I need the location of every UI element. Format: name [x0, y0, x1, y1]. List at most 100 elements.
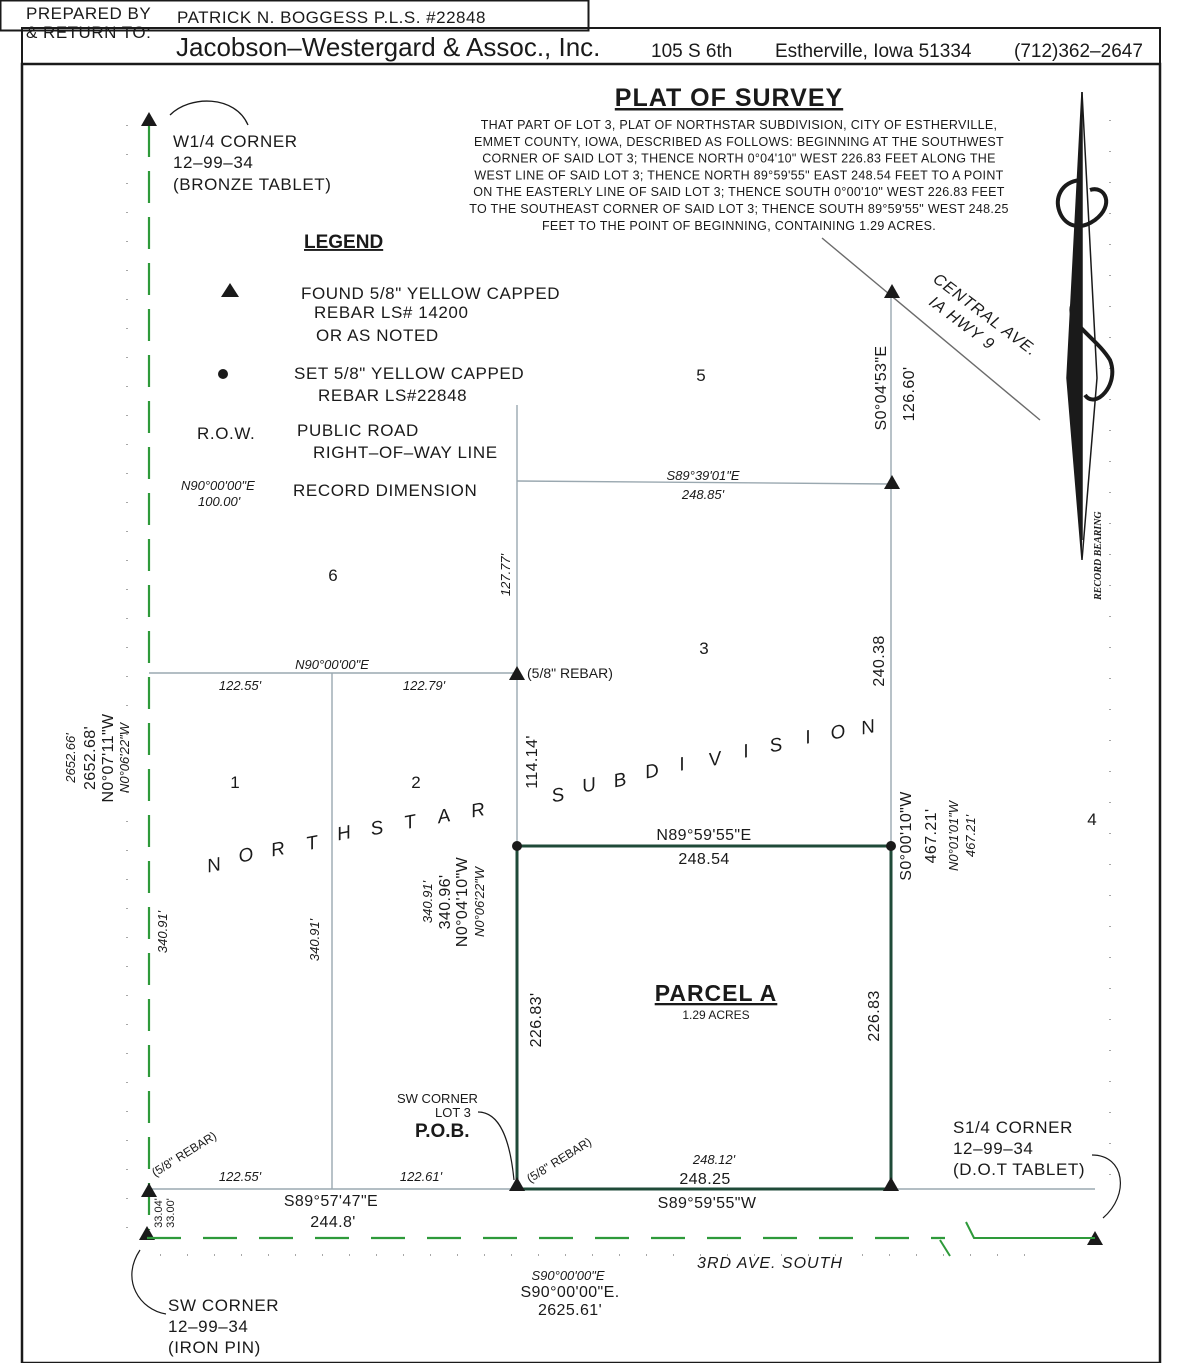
row-width-record: 33.00'	[165, 1198, 177, 1228]
sw-lot3-label-2: LOT 3	[435, 1105, 471, 1120]
firm-name: Jacobson–Westergard & Assoc., Inc.	[176, 32, 600, 62]
found-marker-lot3-ne	[884, 475, 900, 489]
subdivision-letter: B	[612, 769, 630, 792]
top-bearing: S89°39'01"E	[666, 468, 739, 483]
west-section-line	[126, 125, 151, 1230]
description-line: FEET TO THE POINT OF BEGINNING, CONTAINI…	[542, 219, 936, 233]
drawing-border	[20, 62, 1162, 1363]
legend-record-bearing: N90°00'00"E	[181, 478, 255, 493]
top-distance: 248.85'	[681, 487, 725, 502]
rebar-note-lot1: (5/8" REBAR)	[149, 1129, 219, 1180]
record-bearing-label: RECORD BEARING	[1093, 511, 1104, 601]
west-distance: 2652.68'	[82, 726, 99, 790]
pob-leader	[477, 1111, 515, 1181]
description-line: EMMET COUNTY, IOWA, DESCRIBED AS FOLLOWS…	[474, 135, 1004, 149]
parcel-south-bearing: S89°59'55"W	[658, 1195, 757, 1212]
firm-city: Estherville, Iowa 51334	[775, 41, 972, 62]
east-south-bearing: S0°00'10"W	[898, 791, 915, 881]
legend-record-distance: 100.00'	[198, 494, 241, 509]
row-width-measured: 33.04'	[153, 1198, 165, 1228]
subdivision-letter: I	[741, 741, 752, 763]
third-ave-label: 3RD AVE. SOUTH	[697, 1255, 843, 1272]
sw-lot3-label-1: SW CORNER	[397, 1091, 478, 1106]
mid-rec-bearing: N0°06'22"W	[472, 865, 487, 937]
rebar-note-lot3-sw: (5/8" REBAR)	[524, 1135, 594, 1186]
legend-set-2: REBAR LS#22848	[318, 386, 467, 405]
subdivision-letter: A	[435, 805, 454, 829]
w14-corner-marker	[141, 112, 157, 126]
subdivision-letter: V	[707, 748, 726, 771]
lot3-west-upper-distance: 127.77'	[498, 553, 513, 596]
lot1-north-distance: 122.55'	[219, 678, 262, 693]
sw-corner-marker	[139, 1226, 155, 1240]
subdivision-letter: U	[580, 774, 599, 798]
legal-description: THAT PART OF LOT 3, PLAT OF NORTHSTAR SU…	[469, 118, 1008, 233]
parcel-a-boundary	[515, 844, 893, 1191]
lot2-south-distance: 122.61'	[400, 1169, 443, 1184]
lot-5-label: 5	[696, 366, 705, 385]
found-marker-sw-lot3	[509, 1177, 525, 1191]
parcel-south-rec-distance: 248.12'	[692, 1152, 736, 1167]
legend-row-1: PUBLIC ROAD	[297, 421, 419, 440]
legend-found-3: OR AS NOTED	[316, 326, 439, 345]
subdivision-letter: O	[829, 721, 849, 745]
lot3-west-lower-distance: 114.14'	[524, 735, 541, 789]
subdivision-letter: S	[768, 734, 786, 757]
mid-rec-distance: 340.91'	[420, 880, 435, 923]
surveyor-name: PATRICK N. BOGGESS P.L.S. #22848	[177, 8, 486, 27]
east-rec-distance: 467.21'	[963, 814, 978, 857]
sw-leader	[131, 1249, 167, 1315]
west-rec-bearing: N0°06'22"W	[117, 721, 132, 793]
parcel-name: PARCEL A	[655, 980, 778, 1006]
lot1-south-distance: 122.55'	[219, 1169, 262, 1184]
s14-label-2: 12–99–34	[953, 1139, 1033, 1158]
found-marker-se-lot3	[883, 1177, 899, 1191]
found-marker-lot1-sw	[141, 1183, 157, 1197]
subdivision-letter: S	[369, 817, 387, 840]
set-marker-nw	[512, 841, 522, 851]
subdivision-letter: T	[402, 811, 419, 834]
subdivision-letter: N	[205, 854, 224, 878]
w14-label-2: 12–99–34	[173, 153, 253, 172]
east-distance-126: 126.60'	[901, 367, 918, 422]
sw-label-1: SW CORNER	[168, 1296, 279, 1315]
pob-label: P.O.B.	[415, 1121, 470, 1142]
parcel-north-bearing: N89°59'55"E	[656, 827, 751, 844]
legend-row-2: RIGHT–OF–WAY LINE	[313, 443, 498, 462]
lot-line-rec-bearing: N90°00'00"E	[295, 657, 369, 672]
subdivision-letter: D	[643, 760, 662, 784]
mid-distance: 340.96'	[437, 875, 454, 930]
south-line-bearing: S89°57'47"E	[284, 1193, 378, 1210]
legend-set-1: SET 5/8" YELLOW CAPPED	[294, 364, 524, 383]
description-line: TO THE SOUTHEAST CORNER OF SAID LOT 3; T…	[469, 202, 1008, 216]
subdivision-letter: S	[550, 784, 568, 807]
lot-6-label: 6	[328, 566, 337, 585]
description-line: ON THE EASTERLY LINE OF SAID LOT 3; THEN…	[473, 185, 1004, 199]
parcel-area: 1.29 ACRES	[682, 1008, 749, 1022]
plat-title: PLAT OF SURVEY	[615, 84, 843, 112]
mid-bearing: N0°04'10"W	[454, 856, 471, 947]
section-bearing: S90°00'00"E.	[520, 1284, 619, 1301]
parcel-south-distance: 248.25	[679, 1171, 730, 1188]
legend-row-key: R.O.W.	[197, 424, 255, 443]
legend-found-2: REBAR LS# 14200	[314, 303, 469, 322]
section-rec-bearing: S90°00'00"E	[531, 1268, 604, 1283]
subdivision-letter: I	[803, 727, 814, 749]
subdivision-letter: N	[859, 716, 878, 740]
found-marker-lot5-ne	[884, 284, 900, 298]
south-line-distance: 244.8'	[310, 1214, 356, 1231]
south-section-line	[147, 1221, 1095, 1257]
description-line: THAT PART OF LOT 3, PLAT OF NORTHSTAR SU…	[481, 118, 998, 132]
lot-4-label: 4	[1087, 810, 1096, 829]
lot-1-label: 1	[230, 773, 239, 792]
section-distance: 2625.61'	[538, 1302, 602, 1319]
legend-title: LEGEND	[304, 232, 383, 253]
lot-2-label: 2	[411, 773, 420, 792]
parcel-east-distance: 226.83	[866, 990, 883, 1041]
return-label: & RETURN TO:	[26, 23, 151, 42]
subdivision-letter: H	[335, 822, 354, 846]
lot-lines	[149, 237, 1095, 1190]
lot2-north-distance: 122.79'	[403, 678, 446, 693]
description-line: CORNER OF SAID LOT 3; THENCE NORTH 0°04'…	[482, 152, 996, 166]
